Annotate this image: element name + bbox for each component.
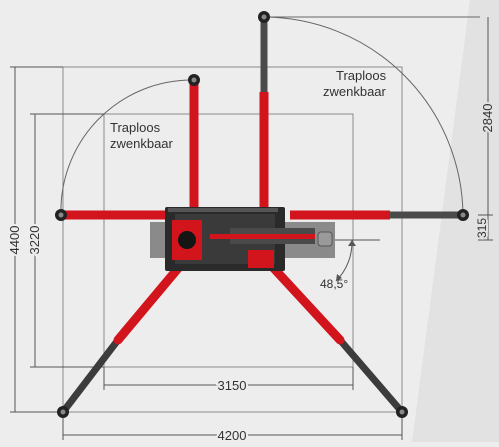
outrigger-top-right-vertical bbox=[258, 11, 270, 210]
outrigger-top-left-vertical bbox=[188, 74, 200, 210]
angle-arc bbox=[335, 239, 353, 282]
dim-outer-height: 4400 bbox=[7, 226, 22, 255]
swivel-right-label-2: zwenkbaar bbox=[323, 84, 387, 99]
outrigger-left-horizontal bbox=[55, 209, 175, 221]
crane-body bbox=[150, 207, 335, 271]
dim-lower-right-height: 315 bbox=[475, 218, 489, 238]
swivel-right-label-1: Traploos bbox=[336, 68, 387, 83]
swivel-arc-right bbox=[263, 16, 464, 216]
background-panel bbox=[412, 0, 499, 442]
outer-footprint-rect bbox=[62, 66, 403, 413]
swivel-left-label-2: zwenkbaar bbox=[110, 136, 174, 151]
outrigger-rear-left bbox=[57, 255, 190, 418]
dim-outer-width: 4200 bbox=[218, 428, 247, 442]
swivel-arc-left bbox=[60, 79, 193, 216]
swivel-left-label-1: Traploos bbox=[110, 120, 161, 135]
dim-inner-height: 3220 bbox=[27, 226, 42, 255]
dim-inner-width: 3150 bbox=[218, 378, 247, 393]
angle-label: 48,5° bbox=[320, 277, 348, 291]
outrigger-right-horizontal bbox=[290, 209, 469, 221]
dim-upper-right-height: 2840 bbox=[480, 104, 495, 133]
outrigger-rear-right bbox=[263, 257, 408, 418]
